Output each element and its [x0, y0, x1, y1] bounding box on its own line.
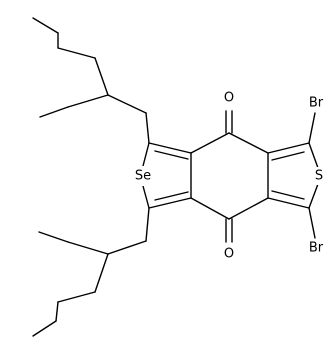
bond-thiophene-bottom-double	[271, 190, 305, 200]
top-oxygen-text: O	[224, 91, 234, 106]
bond-lower-chain-3	[94, 253, 109, 293]
bond-lower-branch-1	[67, 241, 109, 255]
bond-s-top	[308, 142, 319, 169]
bond-bromine-top	[308, 112, 316, 144]
bond-upper-chain-4	[94, 57, 109, 96]
bond-upper-chain-1	[32, 17, 59, 34]
bond-quinone-bottom-right	[228, 197, 269, 220]
upper-ethylhexyl-chain	[32, 17, 150, 144]
bond-upper-chain-6	[145, 112, 150, 144]
thiophene-sulfur-label: S	[312, 167, 327, 185]
bond-upper-branch-2	[39, 106, 69, 118]
selenophene-selenium-label: Se	[130, 166, 155, 186]
lower-ethylhexyl-chain	[32, 207, 150, 337]
bond-bromine-bottom	[308, 207, 316, 239]
selenophene-ring	[142, 142, 192, 209]
bottom-oxygen-label: O	[220, 245, 239, 263]
bond-lower-chain-1	[145, 207, 150, 242]
bond-upper-chain-5	[107, 94, 147, 114]
bond-quinone-top-left	[190, 132, 230, 154]
selenophene-selenium-text: Se	[135, 169, 151, 184]
bond-lower-chain-4	[57, 291, 96, 303]
top-bromine-label: Br	[303, 94, 329, 112]
top-oxygen-label: O	[220, 89, 239, 107]
bond-upper-chain-3	[57, 47, 96, 59]
bond-lower-chain-6	[32, 320, 57, 337]
bond-quinone-bottom-left	[190, 197, 230, 220]
bond-lower-branch-2	[38, 231, 69, 243]
bond-thiophene-top	[267, 142, 310, 154]
bond-thiophene-bottom	[267, 197, 310, 209]
bond-quinone-top-right	[228, 132, 269, 154]
bond-se-bottom	[142, 185, 150, 209]
bond-selenophene-top-to-fusion	[148, 142, 192, 154]
bond-lower-chain-5	[55, 301, 59, 322]
quinone-ring	[190, 110, 269, 243]
bond-selenophene-bottom-double	[154, 191, 189, 201]
bond-s-bottom	[308, 183, 319, 209]
thiophene-ring	[267, 112, 319, 239]
bond-upper-branch-1	[67, 94, 109, 108]
bond-se-top	[142, 142, 150, 167]
thiophene-sulfur-text: S	[315, 169, 323, 184]
bond-selenophene-top-double	[154, 150, 189, 160]
top-bromine-text: Br	[309, 96, 324, 111]
bond-lower-chain-2	[107, 240, 147, 255]
bottom-bromine-text: Br	[309, 241, 324, 256]
bottom-bromine-label: Br	[303, 239, 329, 257]
bond-selenophene-bottom-to-fusion	[148, 197, 192, 209]
bond-thiophene-top-double	[271, 151, 305, 161]
bottom-oxygen-text: O	[224, 247, 234, 262]
